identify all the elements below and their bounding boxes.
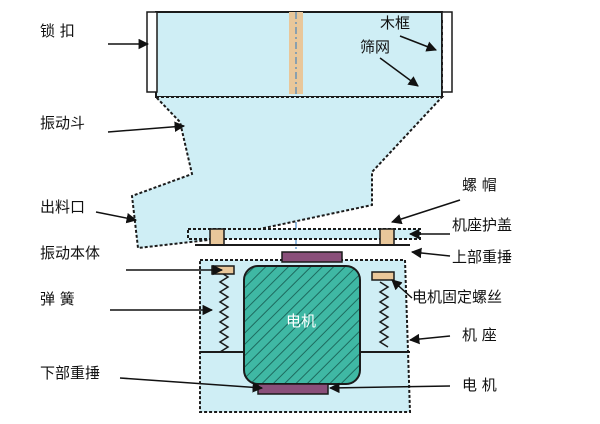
- label-upper-weight: 上部重捶: [452, 248, 513, 266]
- label-base: 机 座: [462, 326, 497, 344]
- leader-lines: [95, 35, 461, 394]
- label-motor-bolt: 电机固定螺丝: [412, 288, 503, 306]
- label-nut-cap: 螺 帽: [462, 176, 497, 194]
- nut-left: [209, 228, 225, 246]
- label-lower-weight: 下部重捶: [40, 364, 101, 382]
- lower-weight: [257, 383, 329, 395]
- label-vibrating-body: 振动本体: [40, 244, 101, 262]
- label-wood-frame: 木框: [380, 14, 411, 32]
- label-motor-inner: 电机: [286, 312, 317, 330]
- label-spring: 弹 簧: [40, 290, 75, 308]
- spring-right: [371, 271, 395, 348]
- label-base-cover: 机座护盖: [452, 216, 513, 234]
- label-vibrating-hopper: 振动斗: [40, 114, 86, 132]
- label-screen-mesh: 筛网: [360, 38, 391, 56]
- label-motor: 电 机: [462, 376, 497, 394]
- label-lock: 锁 扣: [40, 22, 75, 40]
- nut-right: [379, 228, 395, 246]
- vibrating-hopper: [130, 96, 445, 250]
- label-outlet: 出料口: [40, 198, 86, 216]
- upper-weight: [281, 251, 343, 263]
